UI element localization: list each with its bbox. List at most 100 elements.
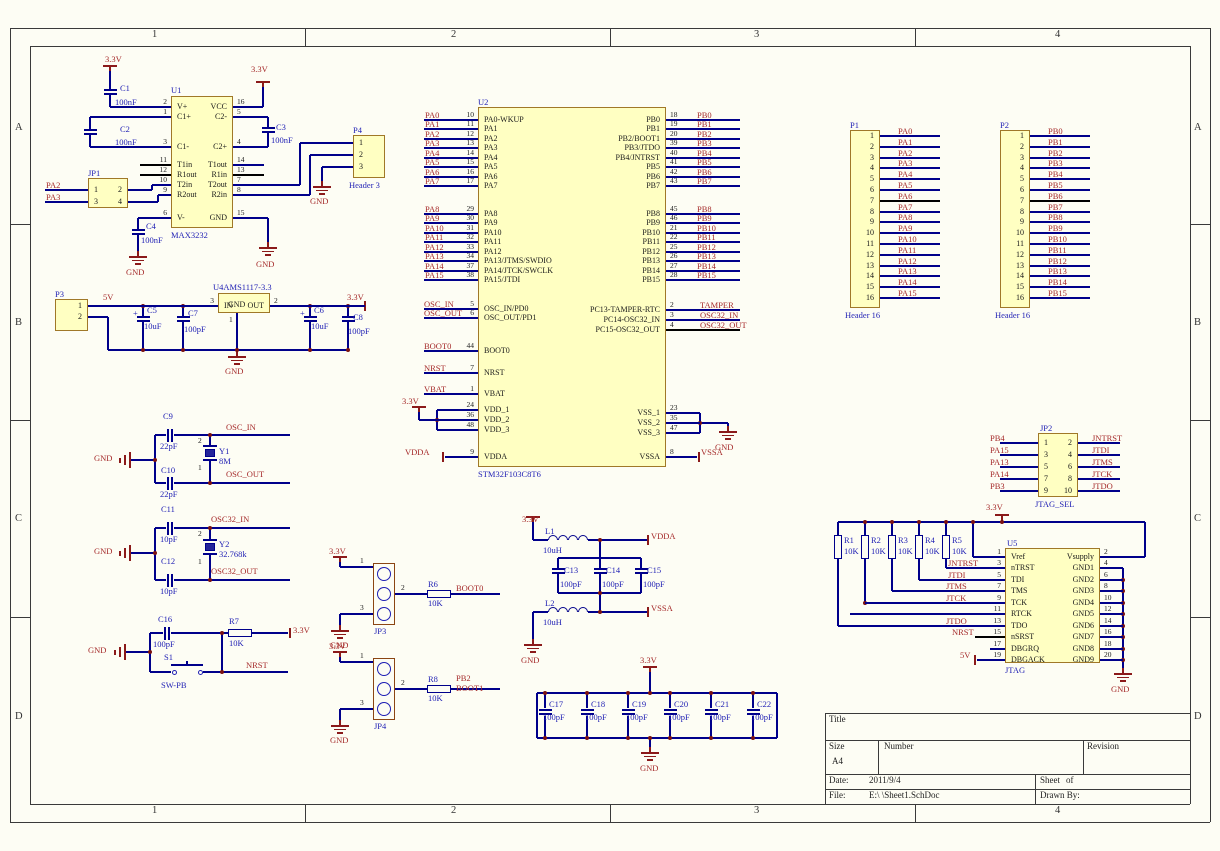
net-label: JNTRST: [948, 558, 979, 568]
inductor-symbol[interactable]: [548, 535, 558, 540]
pin-name: 1: [94, 184, 98, 194]
wire: [182, 322, 184, 350]
pin-name: GND9: [1072, 654, 1094, 664]
pin-wire: [128, 201, 158, 203]
net-label: PA4: [898, 169, 913, 179]
pushbutton-switch[interactable]: [197, 669, 203, 675]
crystal-symbol[interactable]: [205, 449, 215, 457]
header-pin[interactable]: [377, 587, 391, 601]
wire: [142, 306, 144, 316]
resistor-symbol[interactable]: [888, 535, 896, 559]
pin-wire: [437, 409, 478, 411]
capacitor-symbol: [663, 709, 677, 711]
pin-name: TDO: [1011, 620, 1028, 630]
pin-number: 3: [163, 137, 167, 146]
header-pin[interactable]: [377, 662, 391, 676]
component-body[interactable]: [1038, 433, 1078, 497]
title-block-date-label: Date:: [829, 775, 849, 785]
pin-name: PB4/JNTRST: [615, 152, 660, 162]
pin-name: PB1: [646, 123, 660, 133]
pin-name: GND6: [1072, 620, 1094, 630]
junction-dot: [751, 691, 755, 695]
pushbutton-switch[interactable]: [171, 669, 177, 675]
component-designator: 10K: [925, 546, 940, 556]
component-body[interactable]: [88, 178, 128, 208]
inductor-symbol[interactable]: [568, 607, 578, 612]
component-body[interactable]: [850, 130, 880, 308]
pin-number: 14: [466, 148, 475, 157]
pin-name: PA11: [484, 236, 502, 246]
pin-number: 10: [1104, 593, 1112, 602]
component-body[interactable]: [218, 293, 270, 313]
pin-name: R2out: [177, 189, 197, 199]
pin-number: 36: [466, 410, 475, 419]
resistor-symbol[interactable]: [427, 590, 451, 598]
component-designator: U1: [171, 85, 182, 95]
pin-name: TMS: [1011, 585, 1028, 595]
component-body[interactable]: [1000, 130, 1030, 308]
component-designator: R3: [898, 535, 908, 545]
wire: [532, 612, 534, 644]
header-pin[interactable]: [377, 607, 391, 621]
wire: [891, 522, 893, 535]
component-designator: S1: [164, 652, 173, 662]
component-designator: SW-PB: [161, 680, 187, 690]
pin-name: PB7: [646, 180, 660, 190]
frame-line: [304, 804, 306, 822]
pin-name: nSRST: [1011, 631, 1035, 641]
crystal-symbol[interactable]: [205, 543, 215, 551]
component-designator: C18: [591, 699, 606, 709]
resistor-symbol[interactable]: [834, 535, 842, 559]
wire: [558, 557, 641, 559]
pin-name: 3: [94, 196, 98, 206]
capacitor-symbol: [176, 320, 190, 322]
pin-wire: [666, 319, 740, 321]
net-label: PB5: [697, 157, 712, 167]
wire: [700, 422, 728, 424]
pin-wire: [1030, 243, 1090, 245]
pin-name: VSS_2: [637, 417, 660, 427]
power-bar-symbol: [649, 667, 651, 672]
pin-name: OSC_OUT/PD1: [484, 312, 537, 322]
power-net-label: 3.3V: [986, 502, 1003, 512]
pin-number: 40: [670, 148, 678, 157]
component-body[interactable]: [55, 299, 88, 331]
resistor-symbol[interactable]: [915, 535, 923, 559]
pin-number: 9: [997, 593, 1001, 602]
junction-dot: [598, 610, 602, 614]
net-label: PB5: [1048, 180, 1063, 190]
pin-number: 13: [466, 138, 475, 147]
inductor-symbol[interactable]: [578, 607, 588, 612]
component-designator: 10K: [871, 546, 886, 556]
resistor-symbol[interactable]: [942, 535, 950, 559]
pin-name: 12: [1016, 249, 1024, 259]
power-bar-symbol: [339, 557, 341, 562]
inductor-symbol[interactable]: [568, 535, 578, 540]
resistor-symbol[interactable]: [427, 685, 451, 693]
pin-name: V+: [177, 101, 188, 111]
pin-name: 2: [78, 311, 82, 321]
inductor-symbol[interactable]: [578, 535, 588, 540]
gnd-symbol: [313, 186, 331, 188]
inductor-symbol[interactable]: [558, 535, 568, 540]
header-pin[interactable]: [377, 682, 391, 696]
header-pin[interactable]: [377, 567, 391, 581]
inductor-symbol[interactable]: [558, 607, 568, 612]
component-body[interactable]: [478, 107, 666, 467]
resistor-symbol[interactable]: [228, 629, 252, 637]
component-body[interactable]: [353, 135, 385, 178]
inductor-symbol[interactable]: [548, 607, 558, 612]
wire: [340, 661, 373, 663]
component-body[interactable]: [1005, 548, 1100, 663]
component-designator: R6: [428, 579, 438, 589]
component-designator: R1: [844, 535, 854, 545]
header-pin[interactable]: [377, 702, 391, 716]
jumper-header-body[interactable]: [373, 658, 395, 720]
net-label: PB8: [1048, 212, 1063, 222]
net-label: PA0: [898, 126, 913, 136]
component-body[interactable]: [171, 96, 233, 228]
component-designator: U5: [1007, 538, 1018, 548]
jumper-header-body[interactable]: [373, 563, 395, 625]
resistor-symbol[interactable]: [861, 535, 869, 559]
wire: [267, 117, 269, 127]
